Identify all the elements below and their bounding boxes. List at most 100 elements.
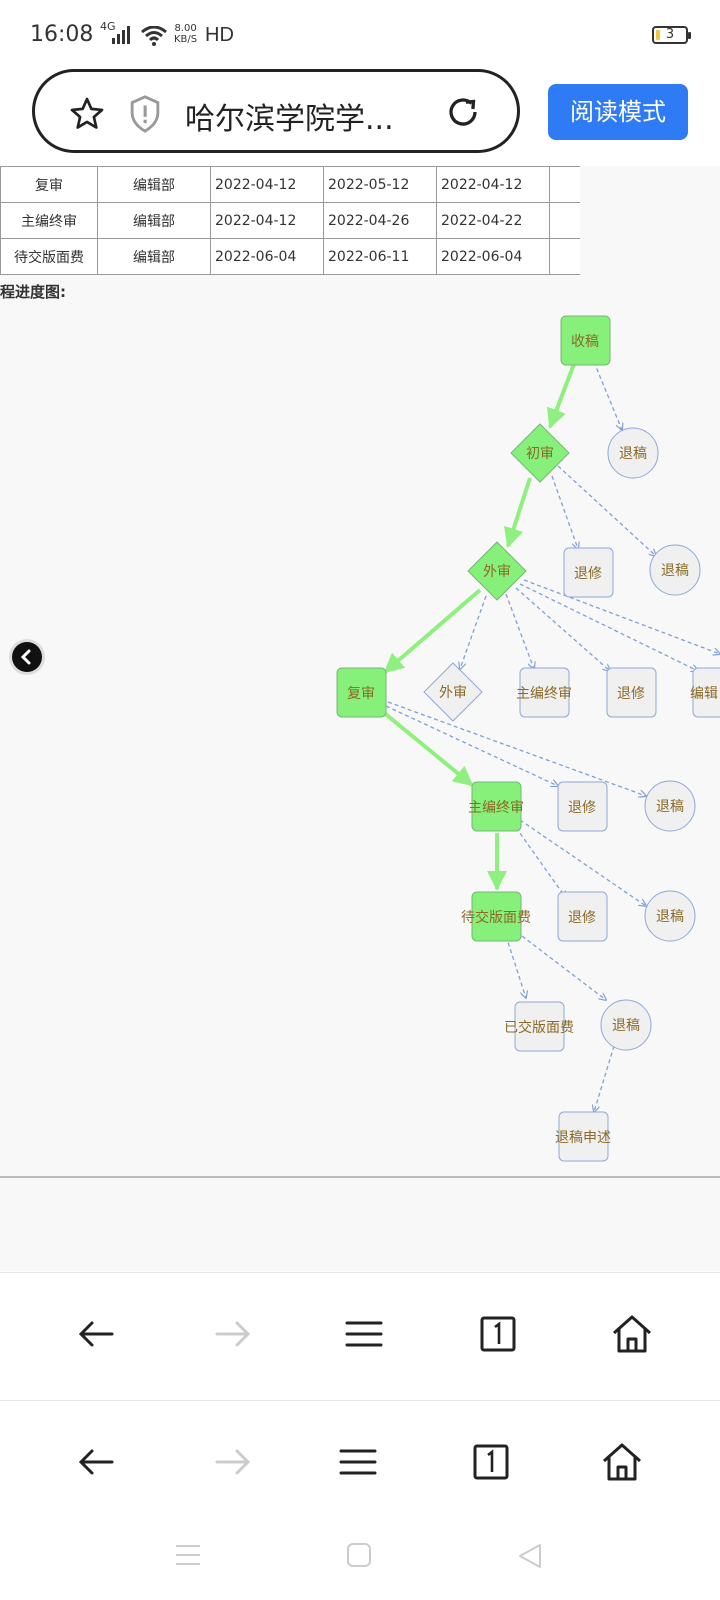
back-button-icon[interactable] — [516, 1542, 544, 1570]
edge-inactive — [519, 583, 698, 671]
flow-node-receive: 收稿 — [560, 315, 611, 366]
flow-node-label: 退稿 — [656, 799, 684, 815]
web-page: 复审 编辑部 2022-04-12 2022-05-12 2022-04-12 … — [0, 166, 720, 1271]
table-cell-empty — [549, 202, 580, 239]
edge-inactive — [551, 475, 578, 549]
flow-node-reject: 退稿 — [644, 890, 696, 942]
flow-node-label: 退修 — [574, 566, 602, 582]
table-cell-stage: 复审 — [0, 166, 98, 203]
back-icon[interactable] — [72, 1309, 122, 1359]
table-cell-empty — [549, 166, 580, 203]
flow-node-reject: 退稿 — [649, 544, 701, 596]
edge-inactive — [519, 819, 646, 906]
flow-node-label: 退稿 — [661, 563, 689, 579]
tabs-icon[interactable] — [473, 1309, 523, 1359]
table-cell-empty — [549, 238, 580, 275]
edge-inactive — [593, 361, 622, 430]
flow-node-label: 已交版面费 — [504, 1019, 574, 1036]
wifi-icon — [141, 26, 167, 46]
review-flow-diagram: 收稿 初审 外审 复审 主编终审 待交版面费 退稿 退修 — [336, 315, 720, 1162]
flow-node-re-review: 复审 — [336, 667, 387, 718]
flow-node-label: 复审 — [347, 685, 375, 702]
forward-icon[interactable] — [207, 1437, 257, 1487]
flow-node-reject: 退稿 — [607, 427, 659, 479]
flow-node-label: 外审 — [483, 564, 511, 580]
home-button-icon[interactable] — [346, 1542, 372, 1568]
table-cell-stage: 主编终审 — [0, 202, 98, 239]
table-cell-date: 2022-06-11 — [323, 238, 437, 275]
edge-inactive — [557, 465, 656, 556]
menu-icon[interactable] — [339, 1309, 389, 1359]
edge-inactive — [515, 587, 610, 671]
tabs-icon[interactable] — [466, 1437, 516, 1487]
table-cell-date: 2022-04-12 — [210, 202, 324, 239]
table-cell-dept: 编辑部 — [97, 166, 211, 203]
flow-node-label: 收稿 — [571, 334, 599, 350]
flow-node-chief-review-2: 主编终审 — [516, 667, 572, 718]
table-cell-date: 2022-04-12 — [210, 166, 324, 203]
table-cell-date: 2022-06-04 — [436, 238, 550, 275]
flow-node-paid-fee: 已交版面费 — [504, 1001, 574, 1052]
edge-inactive — [460, 595, 487, 669]
table-cell-dept: 编辑部 — [97, 202, 211, 239]
home-icon[interactable] — [597, 1437, 647, 1487]
flow-node-reject: 退稿 — [600, 999, 652, 1051]
table-row: 主编终审 编辑部 2022-04-12 2022-04-26 2022-04-2… — [0, 202, 580, 239]
table-cell-date: 2022-04-22 — [436, 202, 550, 239]
table-cell-date: 2022-06-04 — [210, 238, 324, 275]
table-cell-date: 2022-04-26 — [323, 202, 437, 239]
flow-node-external-review-2: 外审 — [423, 662, 483, 722]
menu-icon[interactable] — [333, 1437, 383, 1487]
page-title[interactable]: 哈尔滨学院学... — [185, 102, 394, 137]
flow-node-revise: 退修 — [606, 667, 657, 718]
flow-node-chief-review: 主编终审 — [468, 781, 524, 832]
flow-node-editor: 编辑 — [690, 667, 720, 718]
reader-mode-button[interactable]: 阅读模式 — [548, 84, 688, 140]
review-table: 复审 编辑部 2022-04-12 2022-05-12 2022-04-12 … — [0, 166, 580, 275]
flow-node-label: 外审 — [439, 685, 467, 701]
edge-inactive — [387, 701, 646, 796]
flow-node-reject-appeal: 退稿申述 — [555, 1111, 611, 1162]
page-divider — [0, 1176, 720, 1178]
flow-node-label: 主编终审 — [516, 686, 572, 702]
network-type: 4G — [100, 20, 116, 33]
edge-receive-initial — [547, 363, 576, 429]
home-icon[interactable] — [607, 1309, 657, 1359]
speed-unit: KB/S — [174, 34, 198, 45]
flow-node-label: 退修 — [617, 686, 645, 702]
progress-chart-label: 程进度图: — [0, 283, 66, 301]
flow-node-label: 初审 — [526, 445, 554, 462]
edge-inactive — [505, 593, 534, 669]
reload-icon[interactable] — [445, 94, 481, 130]
signal-icon — [112, 26, 130, 44]
chevron-left-icon — [20, 649, 31, 665]
flow-node-label: 待交版面费 — [461, 909, 531, 926]
address-bar[interactable]: 哈尔滨学院学... — [32, 69, 520, 153]
edge-inactive — [523, 579, 720, 654]
bookmark-star-icon[interactable] — [69, 96, 105, 132]
flow-node-label: 主编终审 — [468, 800, 524, 816]
back-icon[interactable] — [72, 1437, 122, 1487]
flow-node-label: 退修 — [568, 800, 596, 816]
table-cell-date: 2022-05-12 — [323, 166, 437, 203]
edge-inactive — [521, 935, 606, 1000]
forward-icon[interactable] — [207, 1309, 257, 1359]
flow-node-revise: 退修 — [563, 547, 614, 598]
shield-icon[interactable] — [127, 94, 163, 134]
edge-initial-external — [504, 477, 532, 548]
edge-external-rereview — [383, 588, 482, 674]
flow-node-label: 退稿 — [612, 1018, 640, 1034]
table-row: 待交版面费 编辑部 2022-06-04 2022-06-11 2022-06-… — [0, 238, 580, 275]
battery-icon: 3 — [652, 26, 691, 44]
table-cell-date: 2022-04-12 — [436, 166, 550, 203]
recent-apps-icon[interactable] — [174, 1542, 202, 1568]
inactive-edges — [385, 361, 720, 1112]
network-speed: 8.00 KB/S — [174, 23, 197, 45]
edge-inactive — [511, 821, 566, 898]
browser-toolbar-secondary — [0, 1400, 720, 1521]
collapse-panel-button[interactable] — [12, 642, 42, 672]
flow-node-revise: 退修 — [557, 891, 608, 942]
status-bar: 16:08 4G 8.00 KB/S HD 3 — [0, 0, 720, 64]
flow-node-label: 退稿 — [656, 909, 684, 925]
active-edges — [381, 363, 576, 891]
